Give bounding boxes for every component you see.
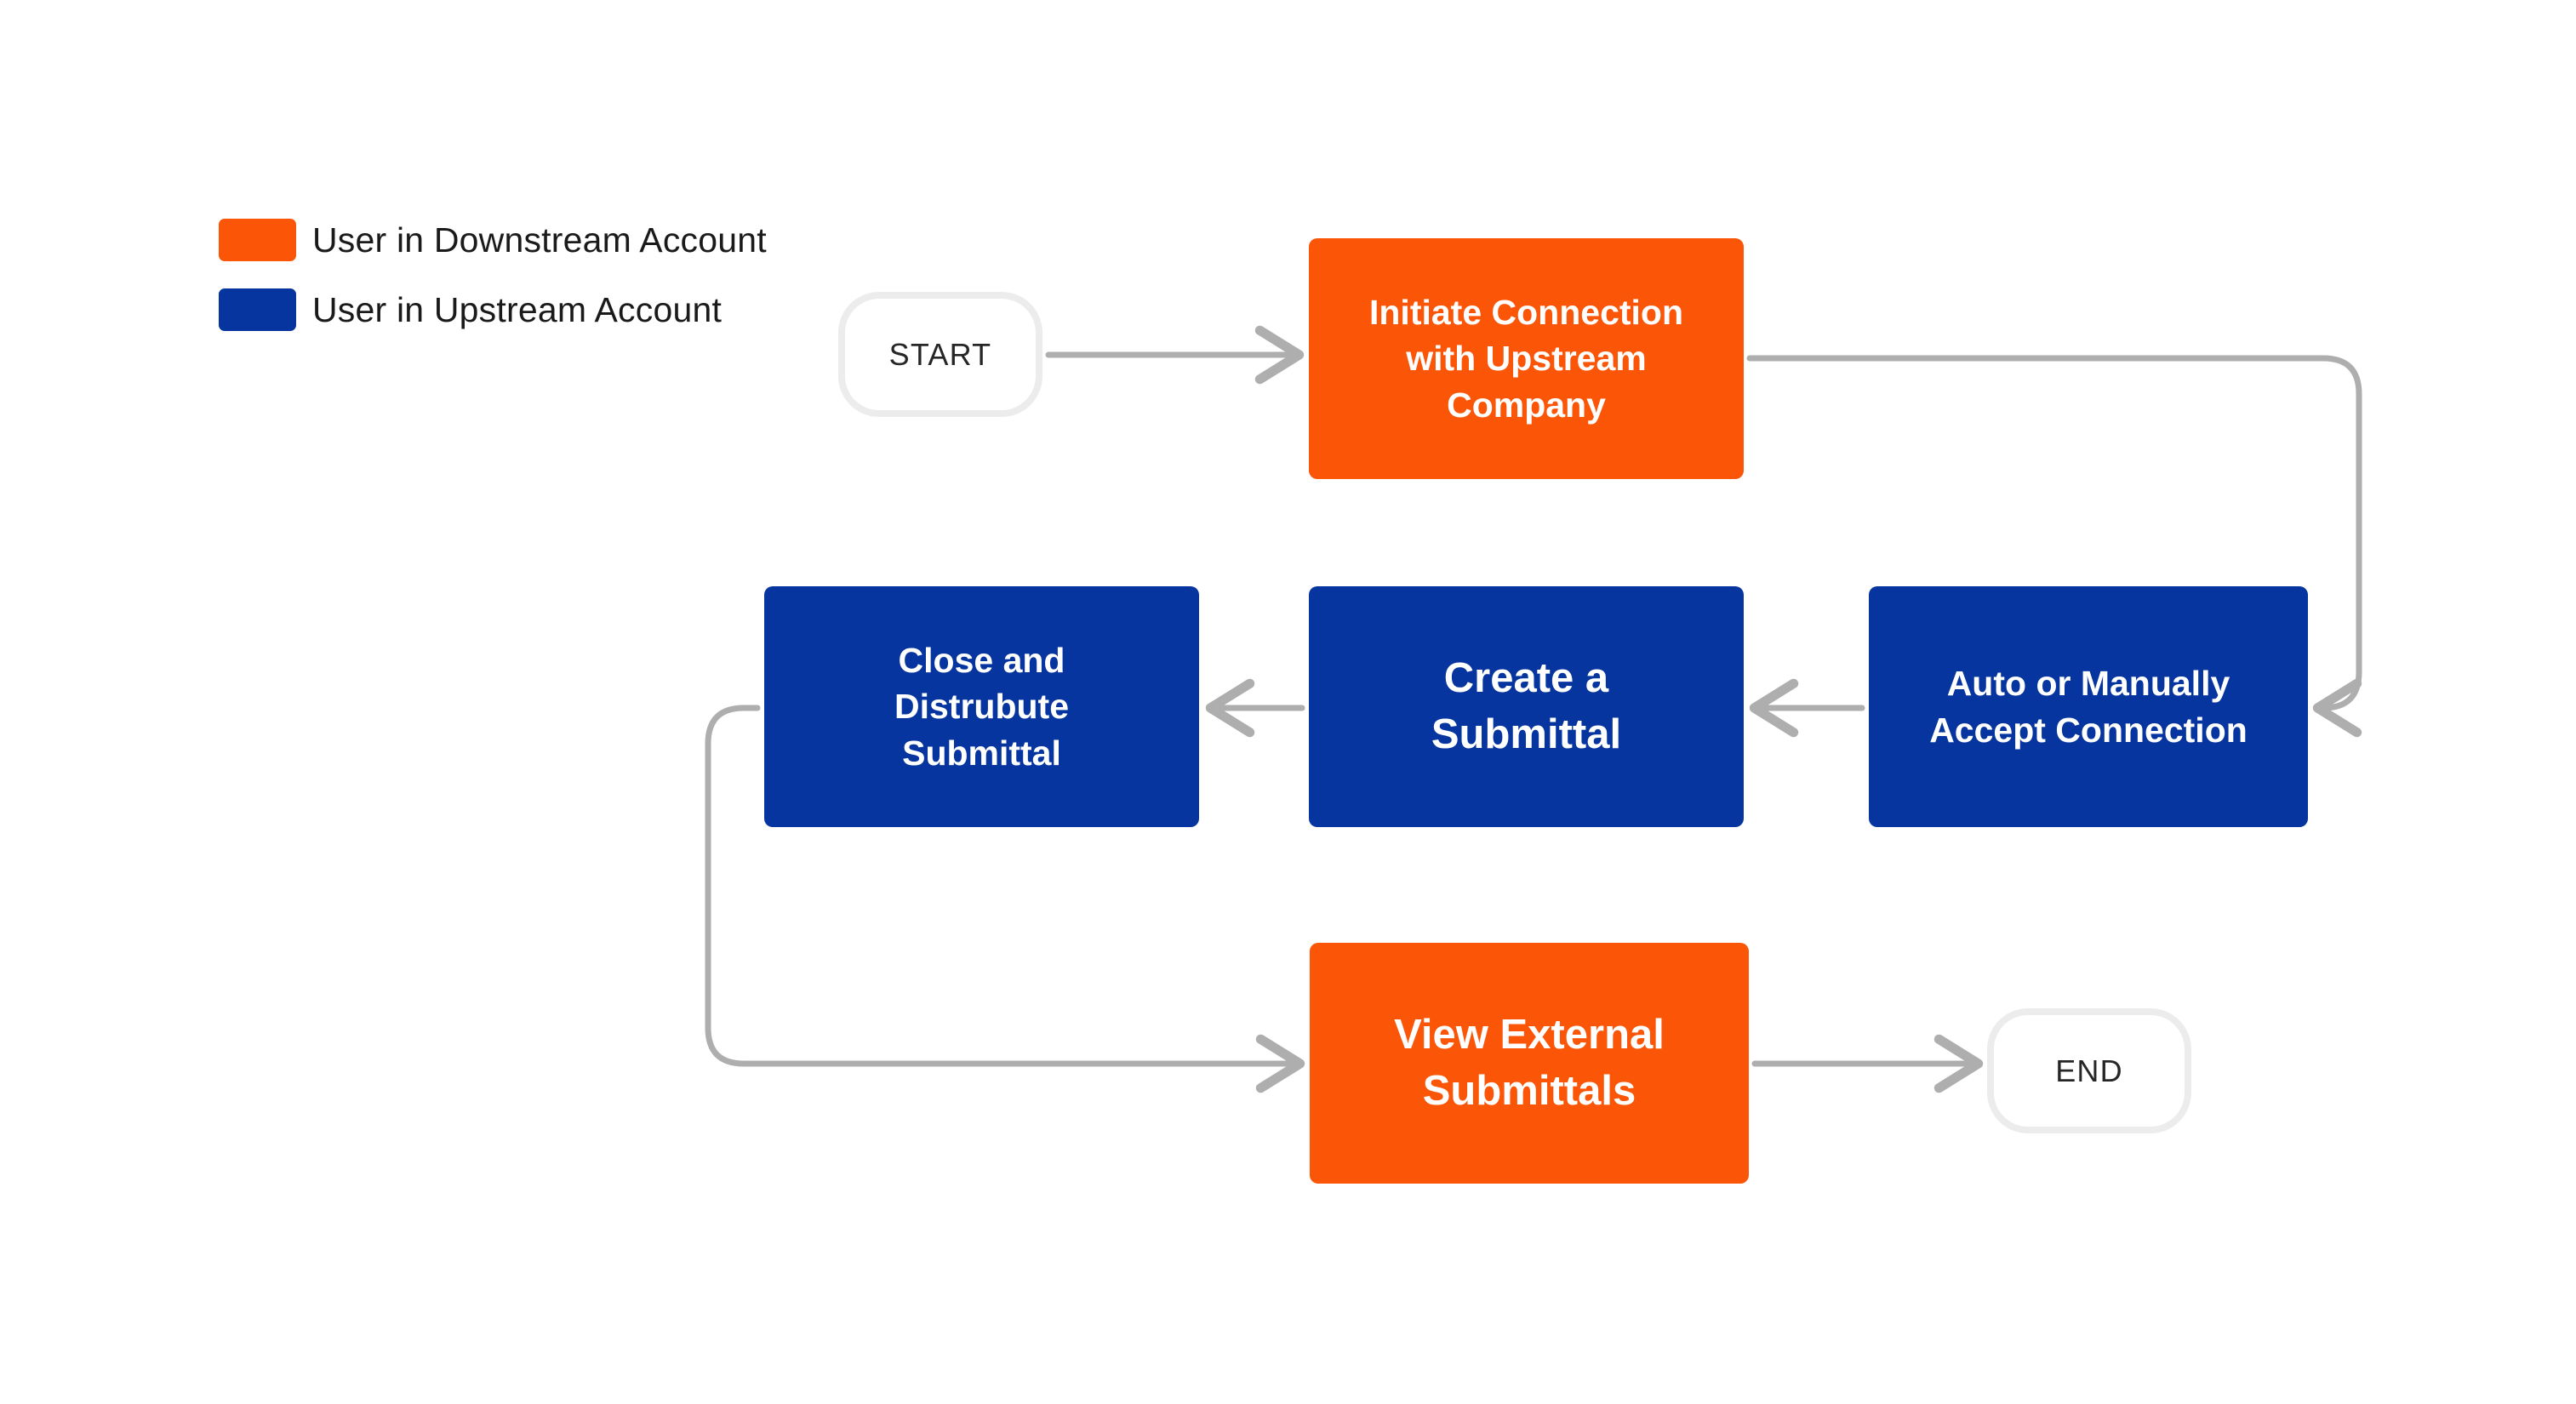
node-accept-connection-label: Auto or Manually Accept Connection — [1929, 663, 2248, 750]
node-end-label: END — [2055, 1053, 2123, 1088]
node-initiate-connection[interactable]: Initiate Connection with Upstream Compan… — [1309, 238, 1744, 479]
legend-label-downstream: User in Downstream Account — [312, 220, 767, 260]
node-close-distribute-submittal-label: Close and Distrubute Submittal — [894, 640, 1069, 773]
node-view-external-submittals[interactable]: View External Submittals — [1310, 943, 1749, 1184]
legend-label-upstream: User in Upstream Account — [312, 289, 723, 329]
node-start-label: START — [888, 336, 992, 372]
legend-item-upstream: User in Upstream Account — [219, 284, 767, 335]
legend-item-downstream: User in Downstream Account — [219, 214, 767, 265]
legend-swatch-upstream — [219, 288, 296, 331]
legend-swatch-downstream — [219, 219, 296, 261]
legend: User in Downstream Account User in Upstr… — [219, 214, 767, 354]
node-accept-connection[interactable]: Auto or Manually Accept Connection — [1869, 586, 2308, 827]
node-create-submittal-label: Create a Submittal — [1431, 655, 1622, 757]
node-start[interactable]: START — [838, 292, 1042, 417]
node-view-external-submittals-label: View External Submittals — [1394, 1012, 1665, 1114]
node-initiate-connection-label: Initiate Connection with Upstream Compan… — [1369, 292, 1683, 425]
node-end[interactable]: END — [1987, 1008, 2191, 1133]
node-close-distribute-submittal[interactable]: Close and Distrubute Submittal — [764, 586, 1199, 827]
node-create-submittal[interactable]: Create a Submittal — [1309, 586, 1744, 827]
